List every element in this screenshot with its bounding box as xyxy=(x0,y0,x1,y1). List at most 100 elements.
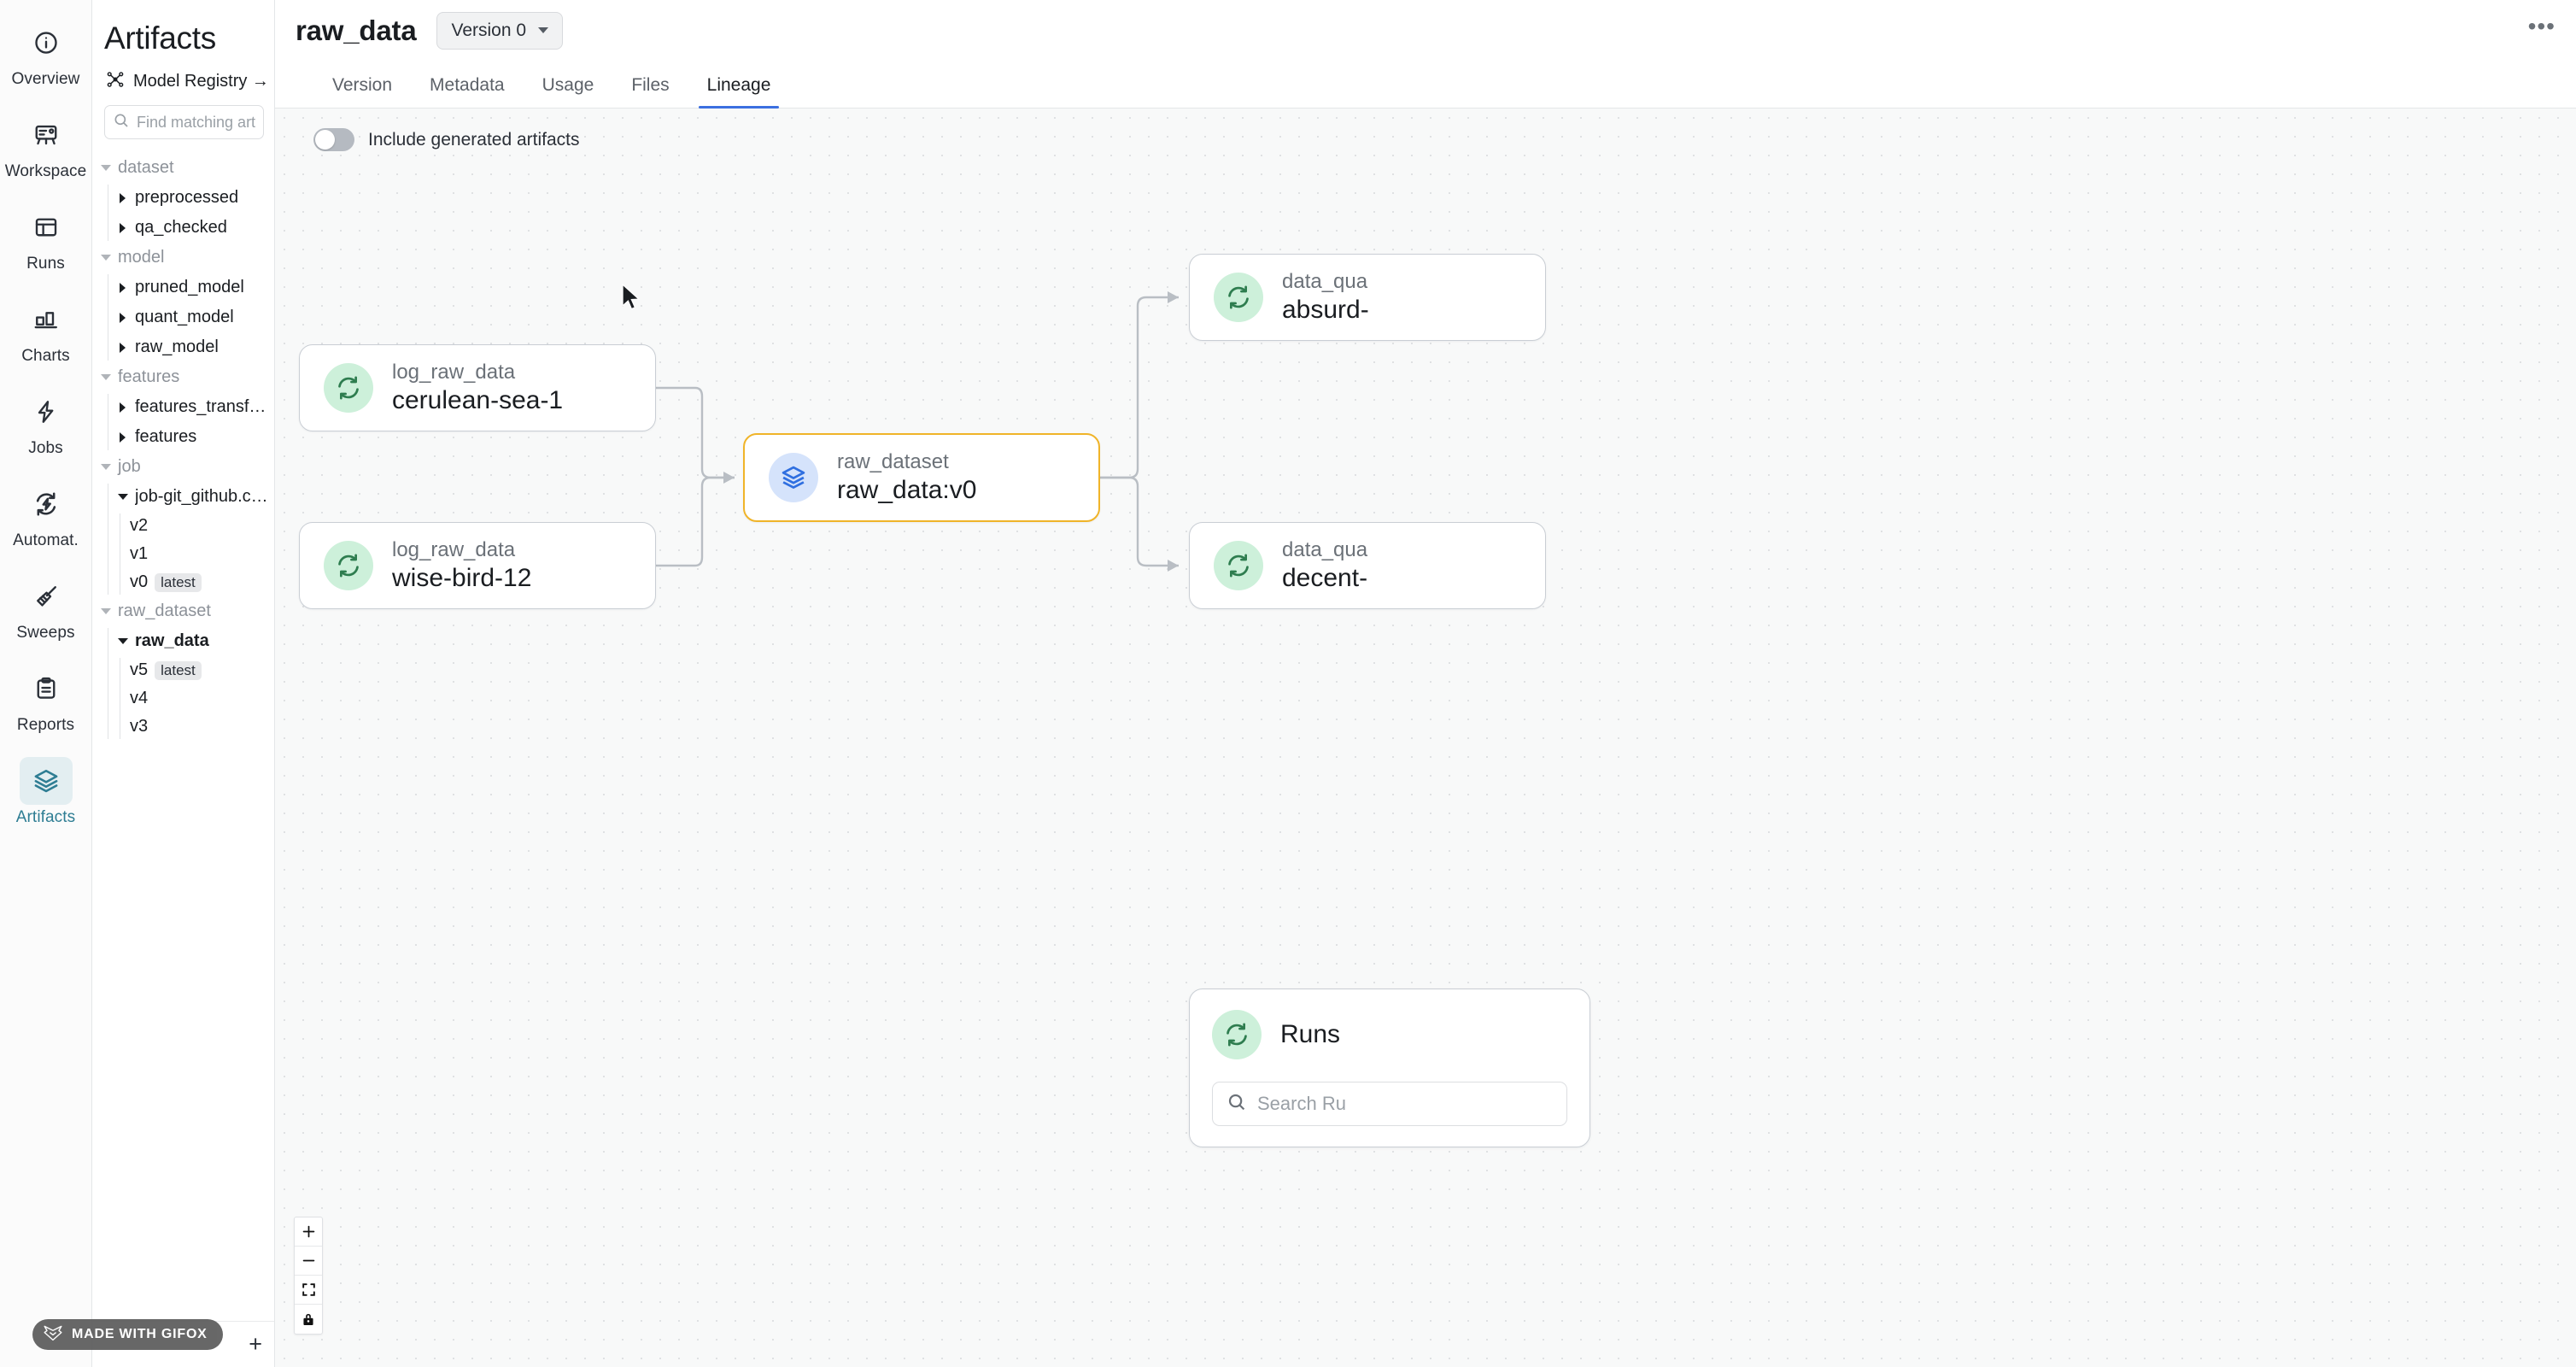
bolt-icon xyxy=(20,388,73,436)
lineage-node-name: cerulean-sea-1 xyxy=(392,386,564,414)
tree-group-raw_dataset[interactable]: raw_dataset xyxy=(92,596,274,626)
lineage-node-subtitle: raw_dataset xyxy=(837,450,949,473)
artifact-header: raw_data Version 0 ••• xyxy=(275,0,2576,61)
chevron-right-icon xyxy=(118,342,128,353)
tree-node-quant_model[interactable]: quant_model xyxy=(108,302,274,332)
tree-group-features[interactable]: features xyxy=(92,362,274,392)
lineage-node-text: data_qua absurd- xyxy=(1282,270,1369,325)
runs-search[interactable] xyxy=(1212,1082,1567,1126)
model-registry-link[interactable]: Model Registry → xyxy=(92,67,274,102)
dataset-layers-icon xyxy=(769,453,818,502)
tree-version-label: v1 xyxy=(130,544,149,563)
lineage-node-name: absurd- xyxy=(1282,296,1369,324)
version-dropdown[interactable]: Version 0 xyxy=(436,11,564,50)
lineage-node-name: decent- xyxy=(1282,564,1368,592)
search-icon xyxy=(113,112,130,133)
nav-label: Automat. xyxy=(13,531,79,549)
fox-logo-icon xyxy=(43,1324,63,1346)
info-circle-icon xyxy=(20,19,73,67)
toggle-knob xyxy=(315,130,335,150)
nav-label: Reports xyxy=(16,716,75,734)
chevron-down-icon xyxy=(101,607,111,617)
tree-node-raw_data[interactable]: raw_data xyxy=(108,626,274,656)
tree-node-features_transformed[interactable]: features_transformed xyxy=(108,392,274,422)
tree-group-dataset[interactable]: dataset xyxy=(92,153,274,183)
chevron-down-icon xyxy=(118,492,128,502)
gifox-label: MADE WITH GIFOX xyxy=(72,1327,208,1341)
tab-files[interactable]: Files xyxy=(631,75,670,95)
zoom-out-button[interactable] xyxy=(295,1247,322,1276)
tree-node-label: features_transformed xyxy=(135,397,272,416)
zoom-in-button[interactable] xyxy=(295,1217,322,1247)
tree-node-preprocessed[interactable]: preprocessed xyxy=(108,183,274,213)
tree-node-label: raw_model xyxy=(135,337,219,356)
add-artifact-button[interactable]: + xyxy=(249,1331,262,1357)
overflow-menu-button[interactable]: ••• xyxy=(2527,12,2556,39)
tree-node-label: raw_data xyxy=(135,631,209,650)
tab-version[interactable]: Version xyxy=(332,75,393,95)
nav-item-charts[interactable]: Charts xyxy=(5,296,87,366)
artifacts-sidebar: Artifacts Model Registry → datasetprepro… xyxy=(92,0,275,1367)
tree-version-v2[interactable]: v2 xyxy=(120,512,274,540)
fit-view-button[interactable] xyxy=(295,1276,322,1305)
lock-button[interactable] xyxy=(295,1305,322,1334)
chevron-down-icon xyxy=(538,27,549,33)
tree-node-qa_checked[interactable]: qa_checked xyxy=(108,213,274,243)
tree-version-label: v5 xyxy=(130,660,149,679)
chevron-down-icon xyxy=(101,163,111,173)
include-generated-artifacts-toggle[interactable] xyxy=(313,128,354,151)
lineage-node-n4[interactable]: data_qua absurd- xyxy=(1189,254,1546,341)
page-title: Artifacts xyxy=(104,21,216,56)
version-dropdown-label: Version 0 xyxy=(451,20,527,40)
chevron-right-icon xyxy=(118,222,128,233)
tree-node-features[interactable]: features xyxy=(108,422,274,452)
nav-item-sweeps[interactable]: Sweeps xyxy=(5,572,87,642)
runs-search-input[interactable] xyxy=(1257,1093,1553,1115)
runs-panel[interactable]: Runs xyxy=(1189,989,1590,1147)
artifact-name: raw_data xyxy=(296,14,417,46)
nav-item-workspace[interactable]: Workspace xyxy=(5,111,87,181)
tab-metadata[interactable]: Metadata xyxy=(430,75,505,95)
tree-node-job-git_githubcom_wa[interactable]: job-git_github.com_wa… xyxy=(108,482,274,512)
model-registry-icon xyxy=(106,70,125,93)
search-input[interactable] xyxy=(137,113,255,132)
nav-item-automations[interactable]: Automat. xyxy=(5,480,87,550)
nav-item-overview[interactable]: Overview xyxy=(5,19,87,89)
nav-label: Overview xyxy=(11,70,80,88)
tree-version-v1[interactable]: v1 xyxy=(120,540,274,568)
tree-node-label: qa_checked xyxy=(135,218,227,237)
mouse-cursor xyxy=(621,283,643,317)
search-icon xyxy=(1227,1092,1247,1117)
lineage-node-subtitle: data_qua xyxy=(1282,270,1368,293)
nav-item-jobs[interactable]: Jobs xyxy=(5,388,87,458)
artifacts-search[interactable] xyxy=(104,105,264,139)
tree-version-label: v3 xyxy=(130,717,149,736)
tree-version-v4[interactable]: v4 xyxy=(120,684,274,713)
tree-node-raw_model[interactable]: raw_model xyxy=(108,332,274,362)
chevron-down-icon xyxy=(101,253,111,263)
nav-item-reports[interactable]: Reports xyxy=(5,665,87,735)
tree-node-pruned_model[interactable]: pruned_model xyxy=(108,273,274,302)
tab-lineage[interactable]: Lineage xyxy=(688,75,790,109)
nav-item-runs[interactable]: Runs xyxy=(5,203,87,273)
tree-group-job[interactable]: job xyxy=(92,452,274,482)
nav-item-artifacts[interactable]: Artifacts xyxy=(5,757,87,827)
tree-version-v3[interactable]: v3 xyxy=(120,713,274,741)
tab-usage[interactable]: Usage xyxy=(542,75,594,95)
nav-label: Runs xyxy=(26,255,65,273)
tree-group-model[interactable]: model xyxy=(92,243,274,273)
